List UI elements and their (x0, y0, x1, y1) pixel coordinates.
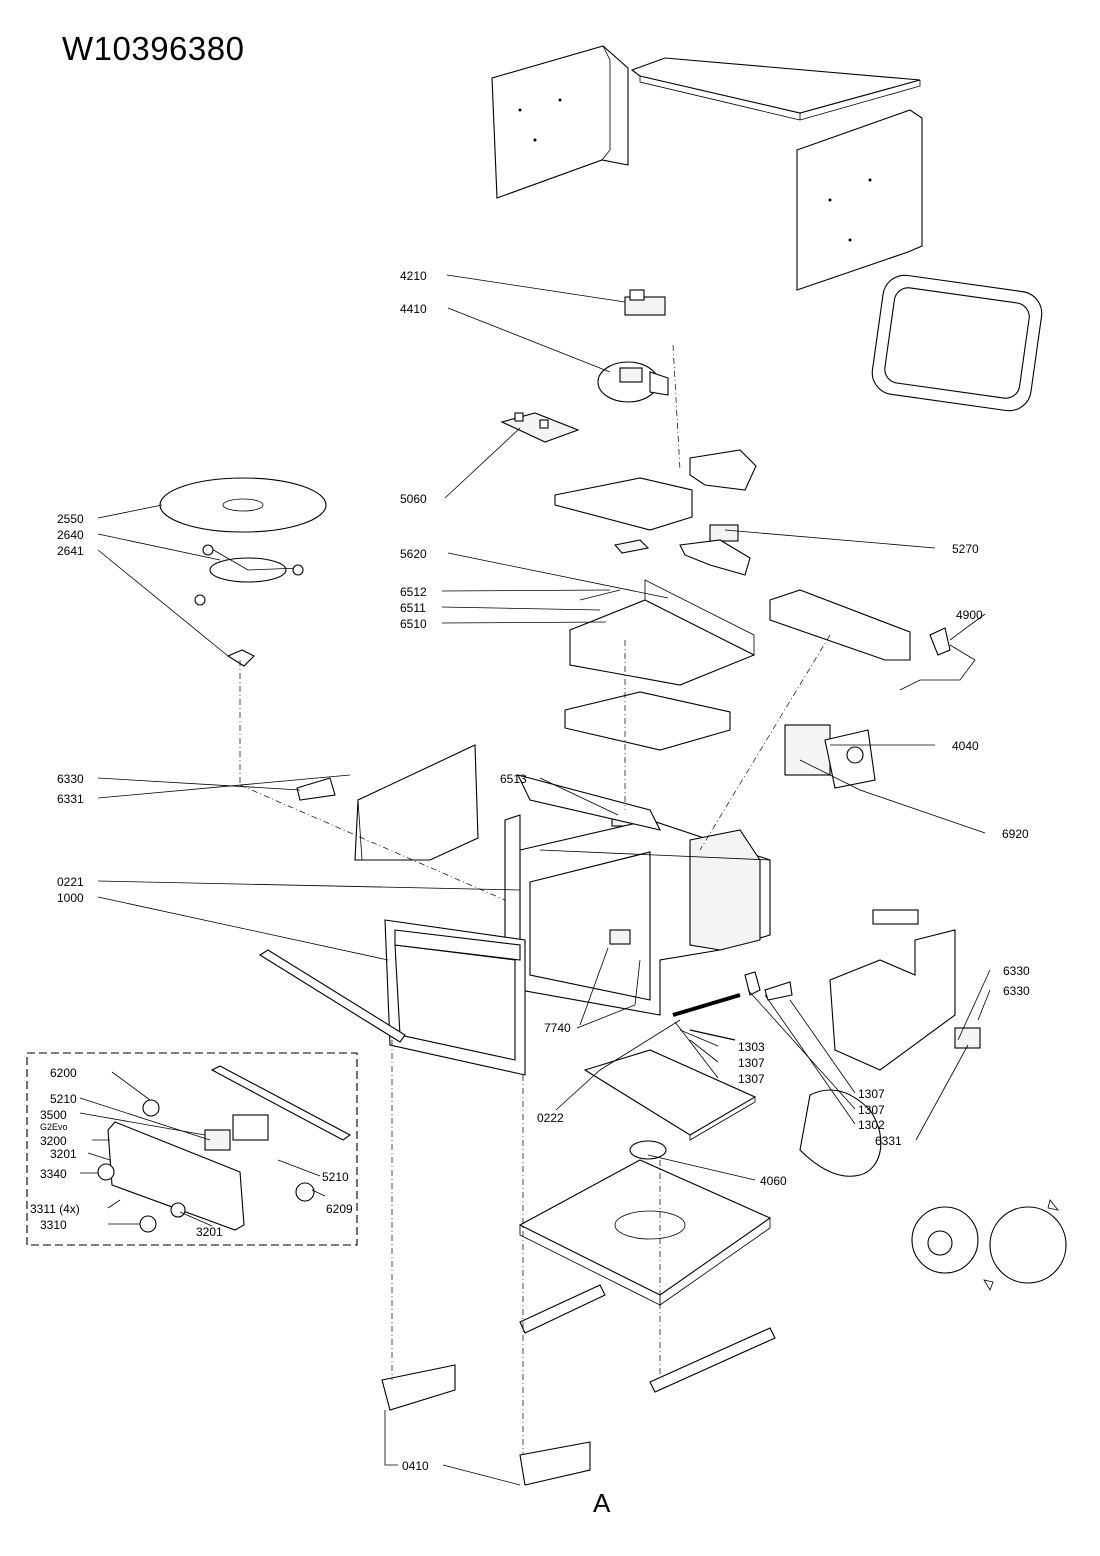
callout-6330-right-b: 6330 (1003, 984, 1030, 998)
callout-7740: 7740 (544, 1021, 571, 1035)
callout-6920: 6920 (1002, 827, 1029, 841)
callout-6331-right: 6331 (875, 1134, 902, 1148)
callout-1000: 1000 (57, 891, 84, 905)
callout-0221: 0221 (57, 875, 84, 889)
right-rear-cover (829, 909, 956, 1071)
callout-4410: 4410 (400, 302, 427, 316)
callout-5210-b: 5210 (322, 1170, 349, 1184)
callout-5270: 5270 (952, 542, 979, 556)
callout-labels: 4210 4410 5060 5270 2550 2640 2641 5620 … (30, 269, 1030, 1473)
callout-6512: 6512 (400, 585, 427, 599)
callout-3201-a: 3201 (50, 1147, 77, 1161)
callout-0410: 0410 (402, 1459, 429, 1473)
callout-2641: 2641 (57, 544, 84, 558)
callout-5060: 5060 (400, 492, 427, 506)
callout-1307-d: 1307 (858, 1103, 885, 1117)
part-2640-roller-ring (194, 544, 304, 606)
part-7740-seal (609, 929, 631, 945)
part-5060-control-board (500, 412, 580, 443)
top-cover-panel (630, 57, 921, 121)
callout-4040: 4040 (952, 739, 979, 753)
part-4210-relay (624, 289, 666, 316)
base-rails (381, 1284, 776, 1486)
callout-6330-right-a: 6330 (1003, 964, 1030, 978)
door-glass-frame (871, 274, 1043, 412)
model-number: W10396380 (62, 30, 245, 67)
callout-3340: 3340 (40, 1167, 67, 1181)
part-2641-coupler (226, 649, 255, 667)
part-1000-cavity (519, 819, 771, 1016)
callout-1307-a: 1307 (738, 1056, 765, 1070)
callout-6513: 6513 (500, 772, 527, 786)
callout-6510: 6510 (400, 617, 427, 631)
waveguide-cover (564, 691, 731, 751)
top-rear-bracket (769, 589, 911, 661)
callout-1302: 1302 (858, 1118, 885, 1132)
callout-2550: 2550 (57, 512, 84, 526)
part-6330-left-latch (296, 777, 336, 801)
door-assembly (384, 919, 526, 1076)
part-5270-module (709, 524, 739, 542)
hinge-parts (672, 971, 793, 1041)
callout-3311: 3311 (4x) (30, 1202, 80, 1216)
mounting-bracket (613, 539, 751, 576)
control-board-housing (554, 477, 693, 531)
part-4060-stirrer-motor (629, 1140, 667, 1160)
install-detail-hand (799, 1089, 882, 1177)
callout-1303: 1303 (738, 1040, 765, 1054)
part-4040-magnetron (784, 724, 876, 789)
callout-3310: 3310 (40, 1218, 67, 1232)
callout-2640: 2640 (57, 528, 84, 542)
part-4900-power-cord (899, 627, 976, 691)
callout-1307-b: 1307 (738, 1072, 765, 1086)
cavity-top-plate (569, 579, 756, 686)
install-detail-motor (911, 1206, 979, 1274)
control-panel-parts (97, 1065, 352, 1233)
callout-3200: 3200 (40, 1134, 67, 1148)
callout-3500: 3500 (40, 1108, 67, 1122)
right-side-panel (796, 109, 923, 291)
bottom-tray (518, 1159, 772, 1306)
callout-6200: 6200 (50, 1066, 77, 1080)
callout-1307-c: 1307 (858, 1087, 885, 1101)
left-cavity-cover (354, 744, 479, 861)
duct-cover (689, 449, 757, 491)
callout-3500-sub: G2Evo (40, 1122, 68, 1132)
callout-5210-a: 5210 (50, 1092, 77, 1106)
callout-6331-left: 6331 (57, 792, 84, 806)
callout-3201-b: 3201 (196, 1225, 223, 1239)
callout-4210: 4210 (400, 269, 427, 283)
view-letter: A (593, 1488, 611, 1518)
callout-6209: 6209 (326, 1202, 353, 1216)
part-4410-fan-motor (597, 361, 669, 403)
callout-5620: 5620 (400, 547, 427, 561)
door-choke-strip (258, 949, 406, 1043)
left-side-panel (491, 45, 629, 199)
callout-0222: 0222 (537, 1111, 564, 1125)
part-2550-glass-tray (159, 477, 327, 533)
leader-lines (79, 274, 991, 1486)
control-panel-group (26, 1052, 358, 1246)
callout-4060: 4060 (760, 1174, 787, 1188)
base-plate (583, 1049, 757, 1141)
callout-6511: 6511 (400, 601, 426, 615)
callout-6330-left: 6330 (57, 772, 84, 786)
install-detail-rotation (983, 1199, 1067, 1291)
callout-4900: 4900 (956, 608, 983, 622)
